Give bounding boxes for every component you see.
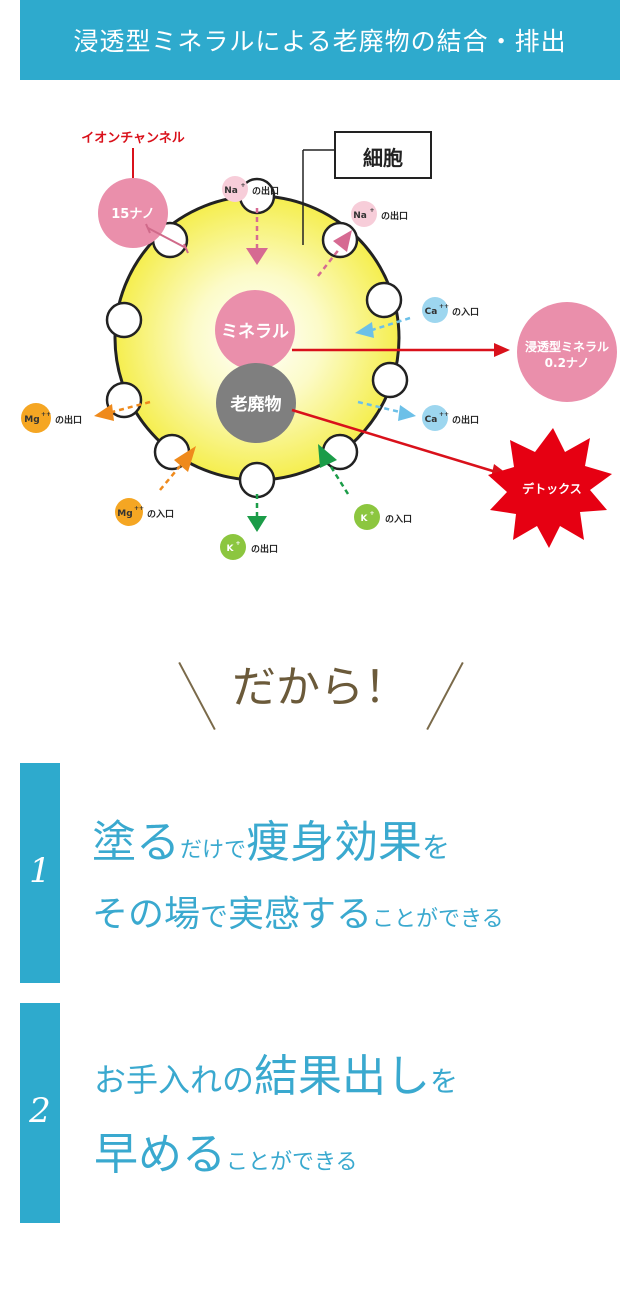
point-1-text-g: 実感する [228,894,373,935]
penetrating-mineral-line2: 0.2ナノ [545,356,590,370]
point-2-text-d: 早める [94,1129,226,1180]
point-1-text-e: その場 [92,894,201,935]
ion-ca-symbol: Ca [425,307,438,317]
ion-channels [105,177,409,499]
point-2-number: 2 [29,1091,51,1131]
point-1-text-d: を [422,831,451,864]
ion-mg-charge-2: ++ [41,411,51,418]
point-1-text-b: だけで [180,838,247,863]
detox-burst [488,428,612,548]
cell-diagram: 細胞 イオンチャンネル 15ナノ ミネラル 老廃物 浸透型ミネラル 0.2ナノ … [21,131,617,560]
detox-label: デトックス [522,481,582,496]
point-1-number: 1 [29,851,51,891]
ion-k-entry-label: の入口 [385,514,412,525]
therefore-text: だから！ [232,662,408,713]
ion-k-charge: + [369,510,374,517]
ion-na-exit-label: の出口 [252,185,279,197]
ion-k-charge-2: + [235,540,240,547]
ion-ca-exit-label: の出口 [452,414,479,426]
point-2-text-c: を [430,1065,459,1098]
channel-size-circle [98,178,168,248]
ion-na-symbol: Na [224,186,238,196]
header-title: 浸透型ミネラルによる老廃物の結合・排出 [73,27,567,56]
point-2-line-1: お手入れの結果出しを [94,1040,458,1104]
ion-na-charge: + [240,182,245,189]
channel-size-label: 15ナノ [111,207,154,222]
point-2-text-b: 結果出し [254,1051,431,1102]
ion-k-symbol-2: K [227,544,235,554]
ion-mg-charge: ++ [134,505,144,512]
ion-channel-label: イオンチャンネル [81,131,185,146]
point-1-text-f: で [200,900,229,933]
point-2-text-e: ことができる [226,1150,358,1175]
ion-mg-exit-label: の出口 [55,414,82,426]
ion-mg-entry-label: の入口 [147,509,174,520]
ion-k-exit-label: の出口 [251,543,278,555]
ion-k-symbol: K [361,514,369,524]
ion-na-exit-label-2: の出口 [381,210,408,222]
ion-ca-entry-label: の入口 [452,307,479,318]
ion-ca-charge: ++ [439,303,449,310]
penetrating-mineral-circle [517,302,617,402]
ion-ca-entry [422,297,448,323]
ion-mg-entry [115,498,143,526]
ion-ca-exit [422,405,448,431]
point-1-line-2: その場で実感することができる [92,885,504,937]
mineral-label: ミネラル [221,322,289,342]
ion-na-exit-top [222,176,248,202]
point-2-marker: 2 [20,1003,60,1223]
ion-na-exit-right [351,201,377,227]
ion-k-entry [354,504,380,530]
point-1-line-1: 塗るだけで痩身効果を [92,806,450,870]
therefore-heading: だから！ [0,648,640,728]
waste-circle [216,363,296,443]
cell-label: 細胞 [363,146,403,170]
point-1-text-h: ことができる [372,907,504,932]
ion-na-symbol-2: Na [353,211,367,221]
point-1-text-a: 塗る [92,817,180,868]
ion-mg-exit [21,403,51,433]
ion-k-exit [220,534,246,560]
ion-ca-charge-2: ++ [439,411,449,418]
ion-na-charge-2: + [369,207,374,214]
header-banner: 浸透型ミネラルによる老廃物の結合・排出 [20,0,620,80]
point-1-text-c: 痩身効果 [246,817,423,868]
point-2-text-a: お手入れの [94,1061,255,1099]
penetrating-mineral-line1: 浸透型ミネラル [525,339,609,354]
point-1-marker: 1 [20,763,60,983]
ion-mg-symbol: Mg [117,509,132,519]
ion-mg-symbol-2: Mg [24,415,39,425]
point-2-line-2: 早めることができる [94,1118,358,1182]
mineral-circle [215,290,295,370]
ion-ca-symbol-2: Ca [425,415,438,425]
waste-label: 老廃物 [230,394,282,415]
